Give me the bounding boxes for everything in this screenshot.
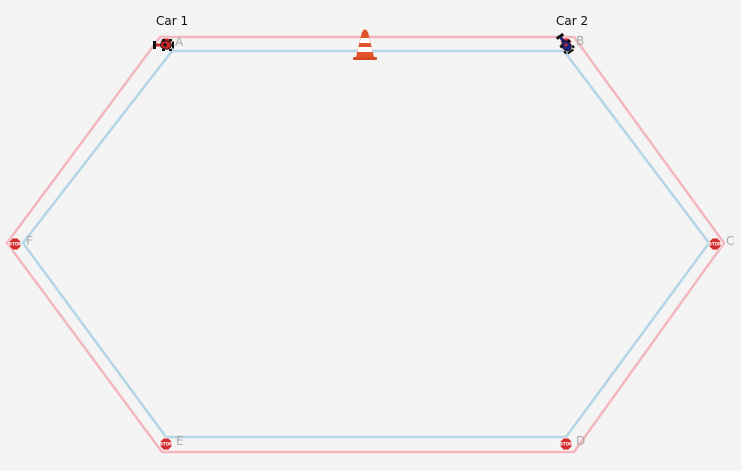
- waypoint-label-c: C: [726, 234, 734, 248]
- stop-sign-icon: STOP: [559, 437, 573, 451]
- stop-sign-icon: STOP: [8, 237, 22, 251]
- race-car-icon: [555, 32, 575, 55]
- race-car-icon: [153, 39, 174, 51]
- traffic-cone-icon[interactable]: [353, 29, 377, 61]
- car-2[interactable]: Car 2: [554, 14, 588, 56]
- stop-sign-text: STOP: [160, 442, 172, 447]
- waypoint-label-a: A: [175, 35, 184, 49]
- stop-sign-text: STOP: [9, 242, 21, 247]
- stop-sign-icon: STOP: [159, 437, 173, 451]
- waypoint-label-e: E: [176, 434, 184, 448]
- stop-sign-text: STOP: [560, 442, 572, 447]
- car-2-label: Car 2: [556, 14, 588, 28]
- outer-lane: [5, 35, 726, 454]
- waypoint-label-d: D: [576, 434, 585, 448]
- stop-sign-icon: STOP: [708, 237, 722, 251]
- inner-lane: [21, 49, 711, 439]
- waypoint-label-b: B: [576, 34, 584, 48]
- car-1[interactable]: Car 1: [153, 14, 188, 51]
- car-1-label: Car 1: [156, 14, 188, 28]
- stop-sign-text: STOP: [709, 242, 721, 247]
- waypoint-label-f: F: [26, 234, 33, 248]
